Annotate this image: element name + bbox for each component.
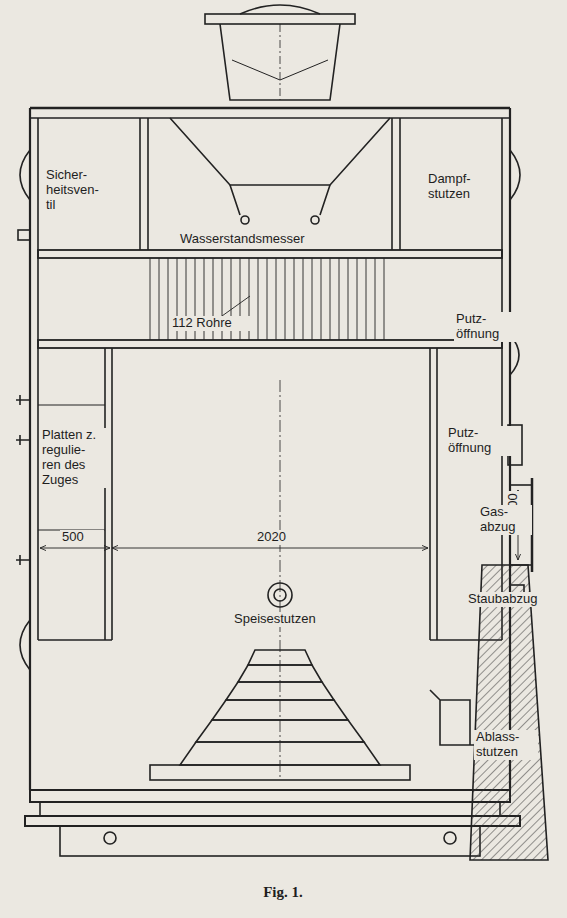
valve-label: Sicher- heitsven- til [44, 168, 108, 213]
fire-tube [276, 258, 277, 340]
fire-tube [375, 258, 376, 340]
figure-caption: Fig. 1. [263, 884, 303, 901]
fire-tube [150, 258, 151, 340]
gauge-label: Wasserstandsmesser [178, 232, 372, 247]
dimension: 500 [60, 530, 104, 545]
fire-tube [384, 258, 385, 340]
opening-label: Putz- öffnung [446, 426, 512, 456]
nozzle-label: Ablass- stutzen [474, 730, 538, 760]
fire-tube [159, 258, 160, 340]
outlet-label: Staubabzug [466, 592, 550, 607]
opening-label: Putz- öffnung [454, 312, 520, 342]
fire-tube [303, 258, 304, 340]
fire-tube [348, 258, 349, 340]
nozzle-label: Dampf- stutzen [426, 172, 496, 202]
fire-tube [330, 258, 331, 340]
outlet-label: Gas- abzug [478, 505, 532, 535]
fire-tube [168, 258, 169, 340]
fire-tube [285, 258, 286, 340]
fire-tube [294, 258, 295, 340]
fire-tube [312, 258, 313, 340]
fire-tube [357, 258, 358, 340]
fire-tube [366, 258, 367, 340]
fire-tube [339, 258, 340, 340]
fire-tube [267, 258, 268, 340]
fire-tube [258, 258, 259, 340]
tube-count: 112 Rohre [170, 316, 254, 331]
nozzle-label: Speisestutzen [232, 612, 346, 627]
dimension: 2020 [255, 530, 309, 545]
plates-label: Platten z. regulie- ren des Zuges [40, 428, 108, 488]
fire-tube [321, 258, 322, 340]
